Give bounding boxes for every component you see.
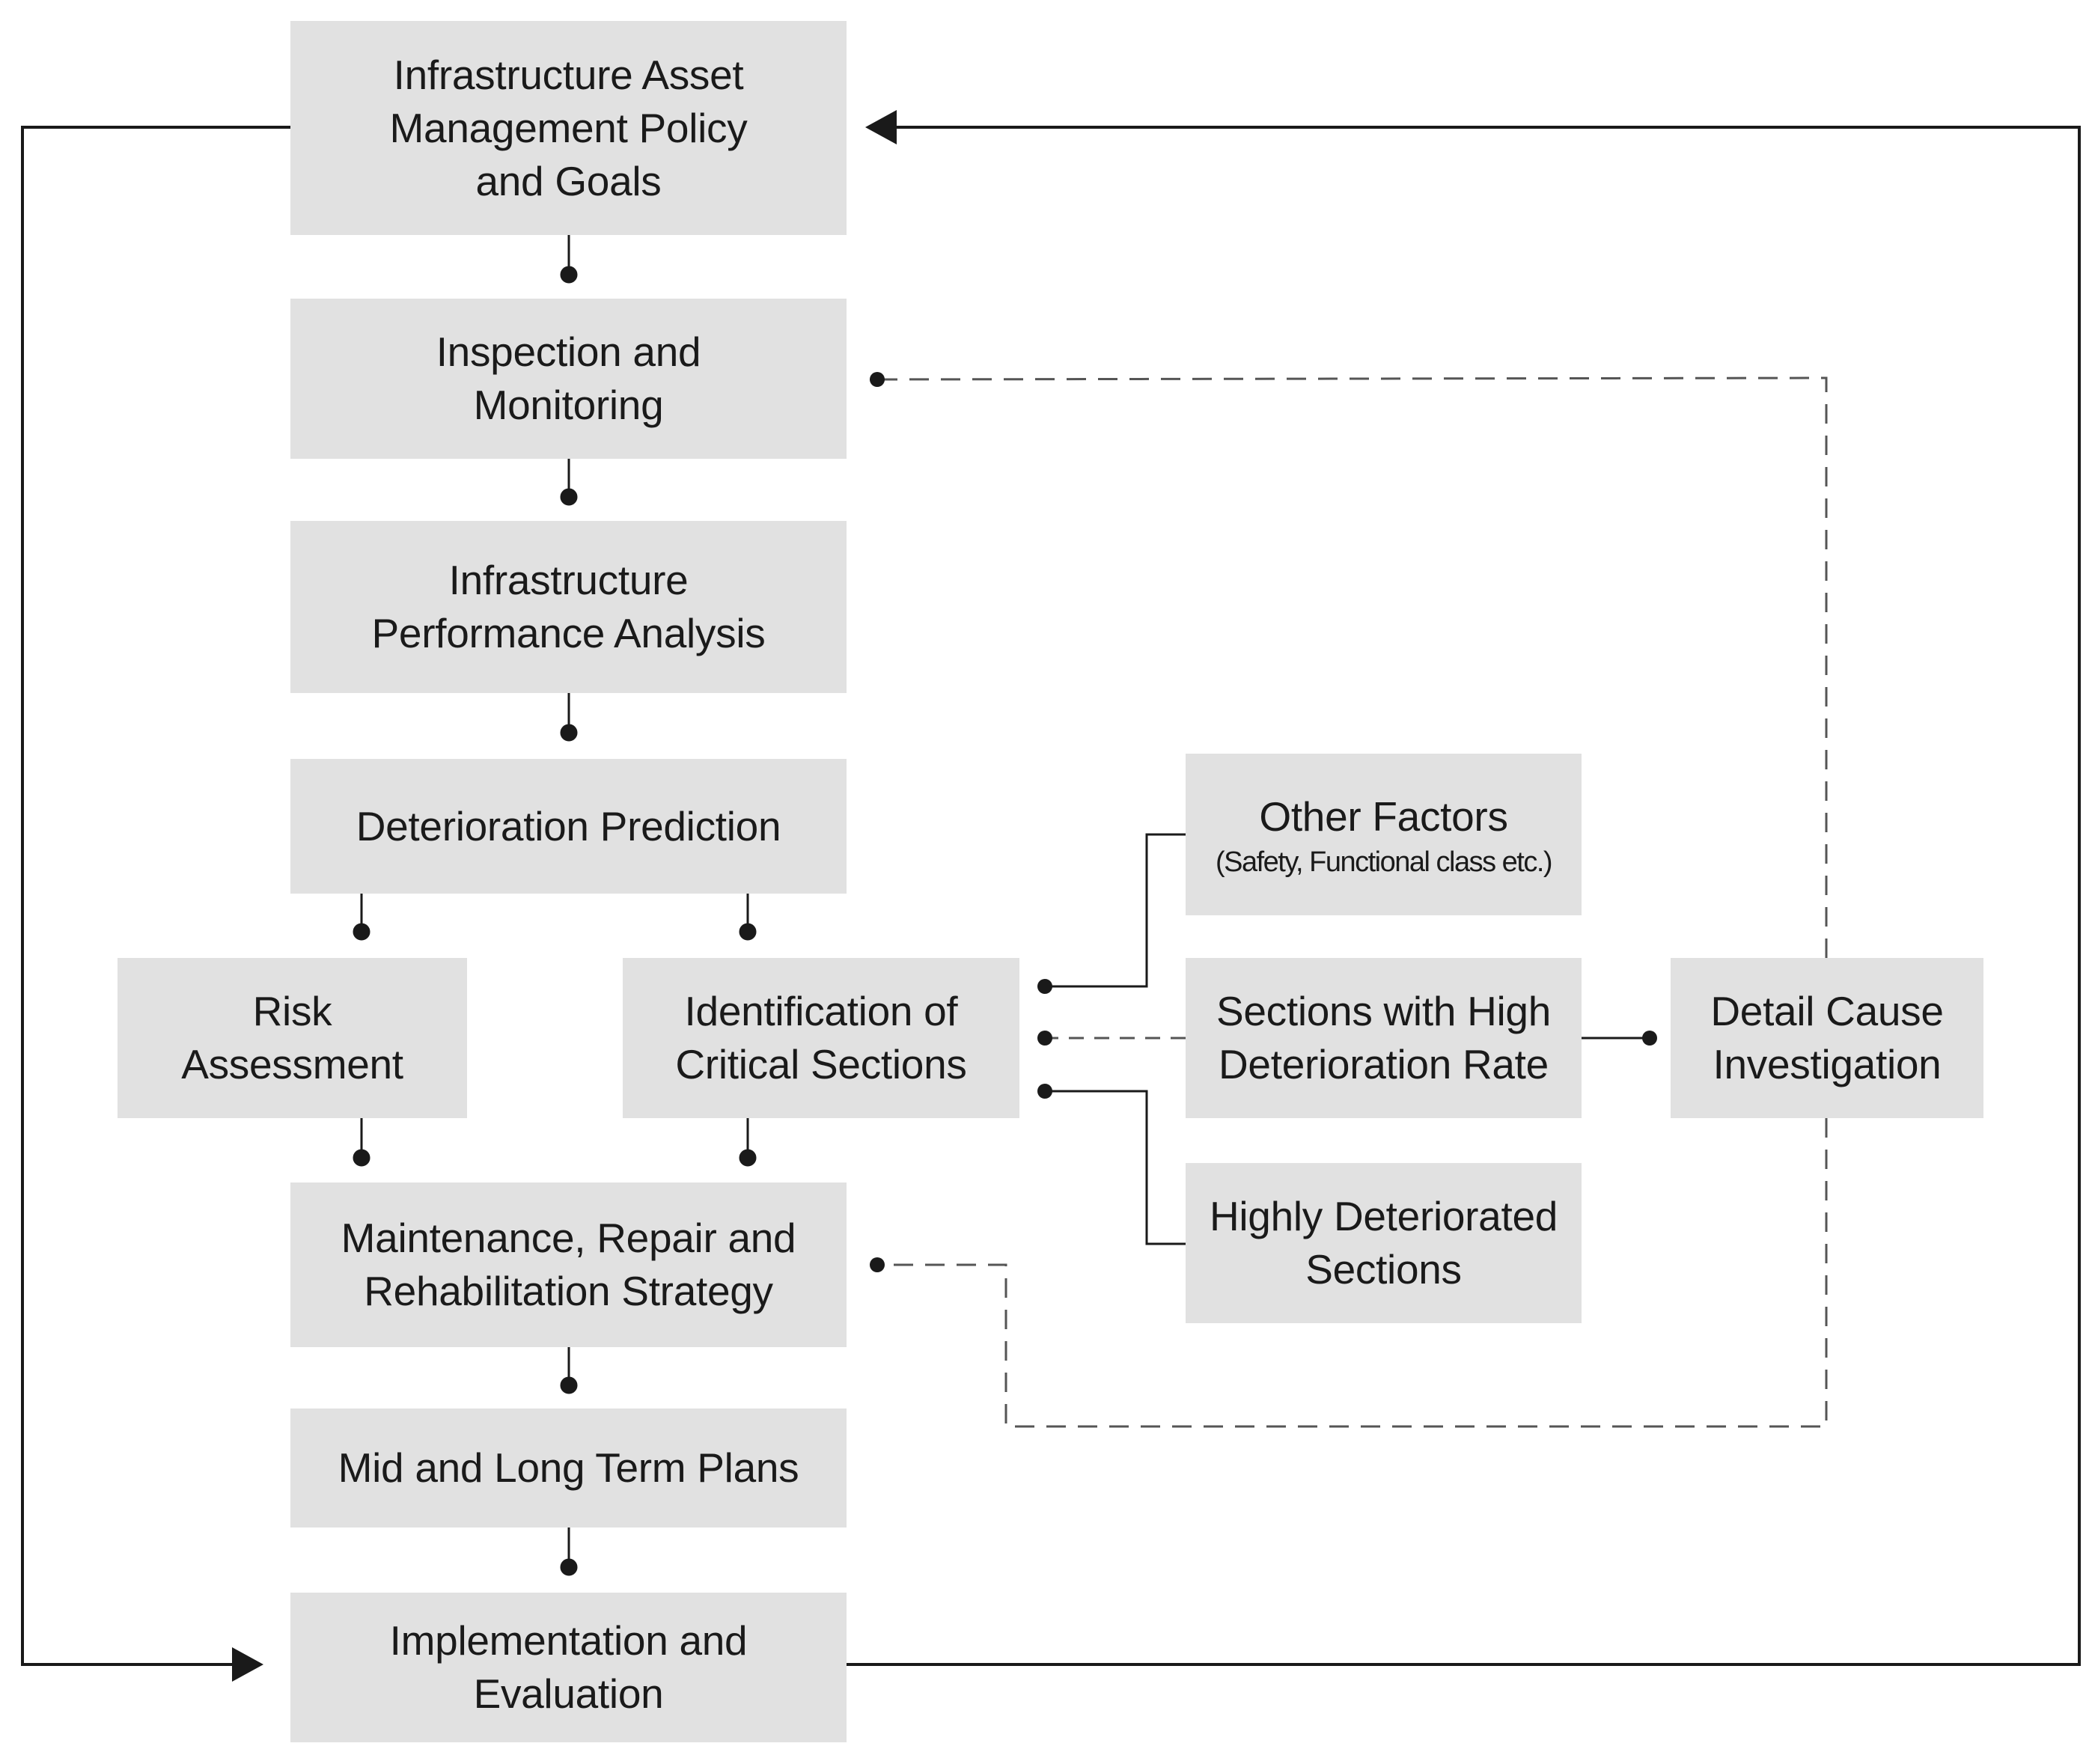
detail-cause-dashed-feedback bbox=[876, 376, 1828, 1428]
deterioration-box: Deterioration Prediction bbox=[290, 759, 847, 894]
policy-box: Infrastructure Asset Management Policy a… bbox=[290, 21, 847, 235]
arrowhead-into-implementation bbox=[232, 1647, 263, 1682]
branch-dots bbox=[1037, 979, 1657, 1099]
mrr-label: Maintenance, Repair and Rehabilitation S… bbox=[341, 1215, 796, 1314]
other-factors-label: Other Factors bbox=[1259, 793, 1508, 840]
detail-cause-box: Detail Cause Investigation bbox=[1671, 958, 1983, 1118]
risk-box: Risk Assessment bbox=[118, 958, 467, 1118]
implementation-label: Implementation and Evaluation bbox=[389, 1617, 748, 1717]
loop-left-connector bbox=[21, 126, 290, 1666]
loop-right-connector bbox=[847, 126, 2081, 1666]
main-flow-connectors bbox=[353, 235, 757, 1576]
highly-deteriorated-box: Highly Deteriorated Sections bbox=[1186, 1163, 1582, 1323]
inspection-label: Inspection and Monitoring bbox=[436, 329, 701, 428]
critical-label: Identification of Critical Sections bbox=[675, 988, 967, 1087]
deterioration-label: Deterioration Prediction bbox=[356, 802, 781, 849]
arrowhead-into-policy bbox=[865, 110, 897, 144]
other-factors-sublabel: (Safety, Functional class etc.) bbox=[1215, 846, 1553, 878]
inspection-box: Inspection and Monitoring bbox=[290, 299, 847, 459]
performance-label: Infrastructure Performance Analysis bbox=[371, 557, 766, 656]
highly-deteriorated-label: Highly Deteriorated Sections bbox=[1209, 1193, 1558, 1293]
high-rate-box: Sections with High Deterioration Rate bbox=[1186, 958, 1582, 1118]
plans-box: Mid and Long Term Plans bbox=[290, 1409, 847, 1528]
mrr-box: Maintenance, Repair and Rehabilitation S… bbox=[290, 1182, 847, 1347]
policy-label: Infrastructure Asset Management Policy a… bbox=[389, 51, 748, 204]
other-factors-box: Other Factors (Safety, Functional class … bbox=[1186, 754, 1582, 915]
critical-branch-connectors bbox=[1045, 833, 1648, 1245]
plans-label: Mid and Long Term Plans bbox=[338, 1444, 799, 1491]
critical-box: Identification of Critical Sections bbox=[623, 958, 1019, 1118]
detail-cause-label: Detail Cause Investigation bbox=[1710, 988, 1944, 1087]
performance-box: Infrastructure Performance Analysis bbox=[290, 521, 847, 693]
risk-label: Risk Assessment bbox=[181, 988, 403, 1087]
high-rate-label: Sections with High Deterioration Rate bbox=[1216, 988, 1552, 1087]
implementation-box: Implementation and Evaluation bbox=[290, 1593, 847, 1742]
dashed-feedback-dots bbox=[870, 372, 885, 1272]
